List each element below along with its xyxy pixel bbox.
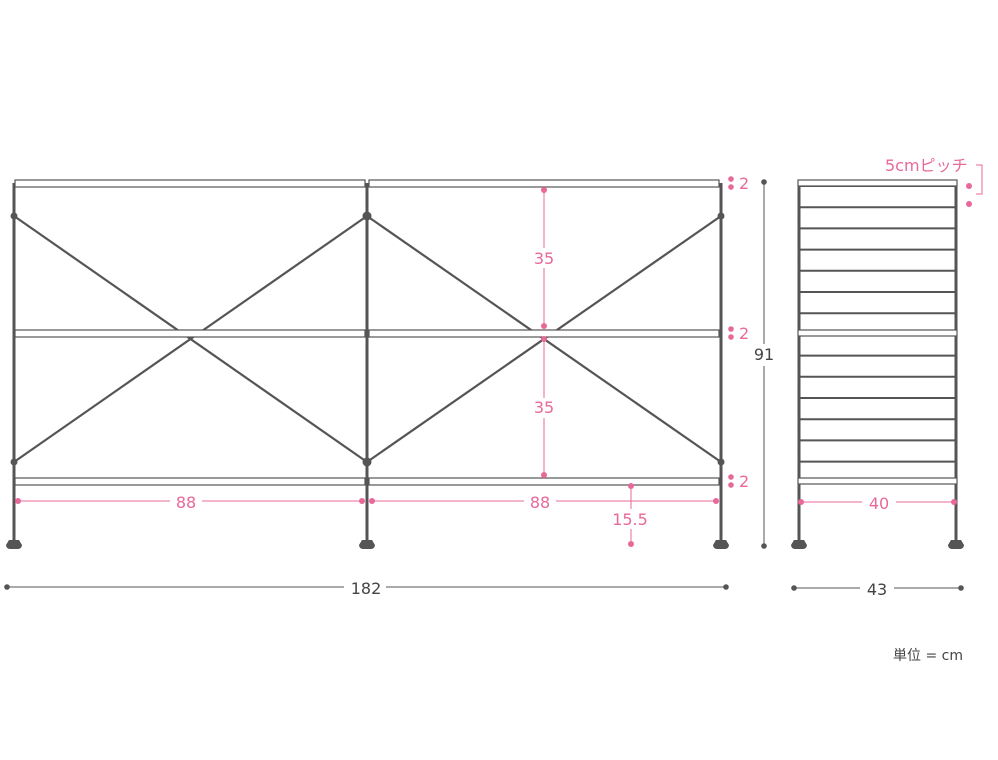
side-shelves <box>797 179 958 485</box>
shelf-top-thickness: 2 <box>739 174 749 193</box>
total-height-label: 91 <box>754 345 774 364</box>
inner-depth-dim: 40 <box>798 493 957 513</box>
bay-width-left-label: 88 <box>176 493 196 512</box>
shelf-top-left <box>14 179 366 188</box>
total-width-dim: 182 <box>4 577 729 599</box>
section-lower-label: 35 <box>534 398 554 417</box>
front-view: 35 35 2 2 2 88 88 <box>4 174 778 599</box>
bay-width-right-label: 88 <box>530 493 550 512</box>
front-posts <box>12 183 723 540</box>
side-rungs <box>799 185 956 463</box>
shelf-thickness-dims: 2 2 2 <box>728 174 749 491</box>
brace-joints <box>10 211 725 467</box>
side-feet <box>791 540 964 549</box>
pitch-note-label: 5cmピッチ <box>885 156 968 175</box>
side-posts <box>797 183 958 540</box>
section-upper-label: 35 <box>534 249 554 268</box>
total-width-label: 182 <box>351 579 382 598</box>
section-height-dims: 35 35 <box>530 187 558 478</box>
shelf-bottom-right <box>368 477 720 486</box>
front-shelves <box>14 179 720 486</box>
pitch-note: 5cmピッチ <box>885 156 983 207</box>
total-height-dim: 91 <box>750 179 778 549</box>
shelf-mid-thickness: 2 <box>739 324 749 343</box>
shelf-mid-right <box>368 329 720 338</box>
total-depth-label: 43 <box>867 580 887 599</box>
shelf-bottom-left <box>14 477 366 486</box>
bay-width-dims: 88 88 <box>15 492 719 512</box>
foot-clearance-label: 15.5 <box>612 510 648 529</box>
side-view: 5cmピッチ 40 43 <box>791 156 983 600</box>
total-depth-dim: 43 <box>791 578 964 600</box>
shelf-mid-left <box>14 329 366 338</box>
foot-clearance-dim: 15.5 <box>608 483 654 547</box>
shelf-top-right <box>368 179 720 188</box>
unit-note: 単位 = cm <box>893 648 963 664</box>
front-feet <box>6 540 729 549</box>
inner-depth-label: 40 <box>869 494 889 513</box>
shelf-bottom-thickness: 2 <box>739 472 749 491</box>
